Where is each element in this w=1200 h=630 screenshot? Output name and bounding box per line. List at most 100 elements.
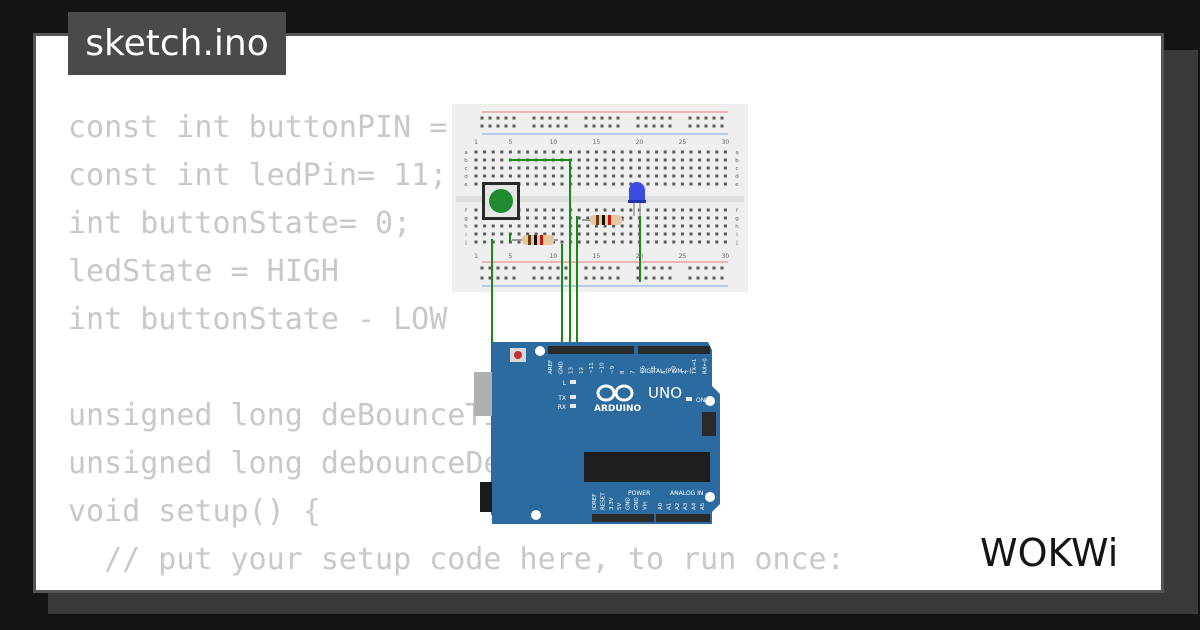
breadboard-hole (534, 232, 538, 236)
rail-hole (696, 276, 700, 280)
breadboard-hole (723, 224, 727, 228)
rail-hole (644, 124, 648, 128)
rail-hole (660, 276, 664, 280)
pin-label: IOREF (592, 494, 598, 510)
breadboard-hole (551, 174, 555, 178)
breadboard-hole (594, 224, 598, 228)
rail-hole (584, 266, 588, 270)
breadboard-hole (715, 158, 719, 162)
breadboard-hole (723, 158, 727, 162)
rail-hole (480, 266, 484, 270)
arduino-uno[interactable]: UNO ARDUINO DIGITAL (PWM ~) POWER ANALOG… (474, 342, 720, 524)
breadboard-hole (577, 158, 581, 162)
rail-hole (512, 124, 516, 128)
breadboard-hole (543, 208, 547, 212)
breadboard-column-number: 25 (679, 253, 687, 260)
rail-hole (548, 124, 552, 128)
blue-led[interactable] (628, 182, 646, 216)
rail-hole (480, 276, 484, 280)
breadboard-row-letter: b (464, 158, 468, 164)
breadboard-row-letter: b (735, 158, 739, 164)
breadboard-hole (646, 208, 650, 212)
breadboard-hole (577, 224, 581, 228)
rail-hole (532, 116, 536, 120)
rail-hole (592, 124, 596, 128)
rail-hole (688, 276, 692, 280)
pin-label: AREF (548, 360, 554, 374)
breadboard-hole (569, 150, 573, 154)
breadboard-hole (551, 216, 555, 220)
rail-hole (704, 266, 708, 270)
breadboard-hole (698, 166, 702, 170)
breadboard-hole (620, 166, 624, 170)
breadboard-row-letter: j (464, 240, 467, 246)
rail-hole (652, 276, 656, 280)
resistor-led[interactable] (582, 215, 624, 225)
rail-hole (564, 116, 568, 120)
breadboard-hole (680, 158, 684, 162)
breadboard-hole (655, 182, 659, 186)
breadboard-hole (483, 240, 487, 244)
rail-hole (704, 124, 708, 128)
breadboard-hole (629, 216, 633, 220)
breadboard-column-number: 5 (508, 139, 512, 146)
breadboard-hole (620, 224, 624, 228)
rail-hole (496, 124, 500, 128)
pin-label: A4 (692, 502, 698, 510)
breadboard-hole (672, 182, 676, 186)
breadboard-hole (655, 232, 659, 236)
rail-hole (532, 266, 536, 270)
breadboard-hole (594, 240, 598, 244)
rail-hole (600, 116, 604, 120)
push-button[interactable] (482, 182, 520, 220)
breadboard-hole (560, 216, 564, 220)
on-led (686, 397, 692, 401)
breadboard-hole (491, 150, 495, 154)
pin-label: 12 (579, 367, 585, 374)
breadboard-hole (706, 166, 710, 170)
rail-hole (512, 266, 516, 270)
breadboard-hole (603, 174, 607, 178)
breadboard-row-letter: c (735, 166, 738, 172)
breadboard-hole (526, 216, 530, 220)
breadboard-hole (594, 166, 598, 170)
rail-hole (564, 266, 568, 270)
breadboard-hole (577, 150, 581, 154)
rail-hole (636, 266, 640, 270)
breadboard-row-letter: c (464, 166, 467, 172)
breadboard-hole (646, 158, 650, 162)
breadboard-hole (577, 166, 581, 170)
resistor-band (528, 235, 531, 245)
breadboard-hole (612, 174, 616, 178)
rail-hole (668, 124, 672, 128)
breadboard-hole (672, 240, 676, 244)
breadboard-hole (586, 166, 590, 170)
rail-hole (616, 124, 620, 128)
breadboard-hole (508, 166, 512, 170)
code-line: ledState = HIGH (68, 254, 339, 289)
resistor-button[interactable] (512, 235, 558, 245)
pin-label: ~11 (589, 362, 595, 374)
breadboard-hole (655, 166, 659, 170)
breadboard-hole (474, 174, 478, 178)
breadboard-hole (715, 232, 719, 236)
breadboard-hole (517, 240, 521, 244)
breadboard-hole (560, 240, 564, 244)
rail-hole (556, 266, 560, 270)
rail-hole (644, 276, 648, 280)
breadboard-hole (715, 150, 719, 154)
pin-label: Vin (642, 501, 648, 510)
breadboard-hole (680, 174, 684, 178)
reset-button-cap (514, 351, 522, 359)
analog-label: ANALOG IN (670, 490, 703, 497)
file-tab[interactable]: sketch.ino (68, 12, 286, 75)
breadboard-hole (508, 224, 512, 228)
pin-label: 8 (620, 370, 626, 374)
breadboard-hole (637, 158, 641, 162)
code-line: void setup() { (68, 494, 321, 529)
breadboard-row-letter: g (464, 216, 468, 222)
breadboard-hole (543, 216, 547, 220)
breadboard-hole (629, 158, 633, 162)
breadboard-hole (663, 158, 667, 162)
resistor-band (596, 215, 599, 225)
